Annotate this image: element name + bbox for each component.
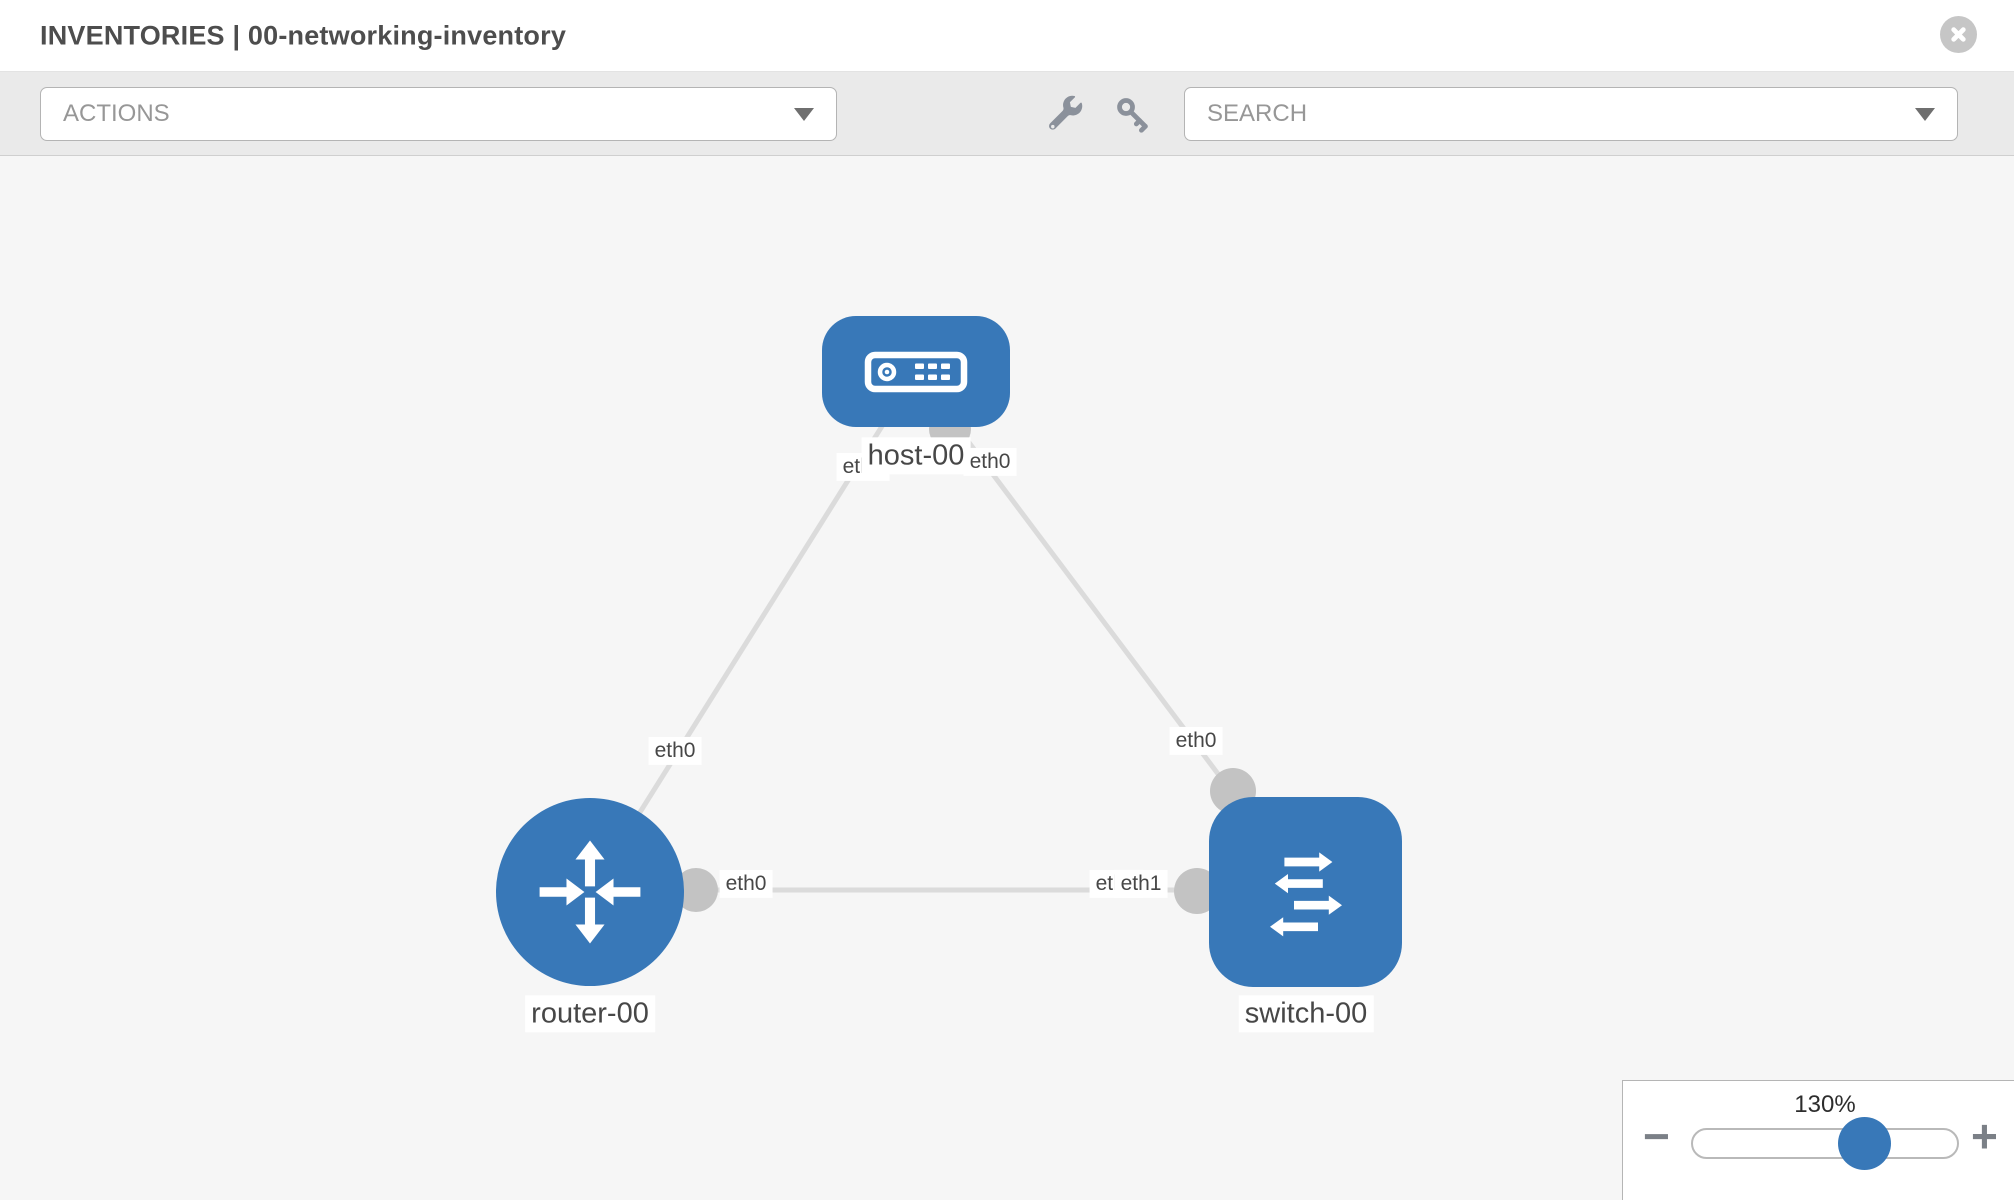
switch-icon <box>1269 852 1342 937</box>
interface-connector[interactable] <box>674 868 718 912</box>
node-host-00[interactable] <box>822 316 1010 427</box>
host-icon <box>864 351 968 392</box>
iface-label-host-eth0-right: eth0 <box>963 447 1017 477</box>
page-title: INVENTORIES | 00-networking-inventory <box>40 20 567 50</box>
credentials-button[interactable] <box>1112 93 1154 135</box>
configure-button[interactable] <box>1044 93 1086 135</box>
links-layer <box>587 370 1308 914</box>
key-icon <box>1117 98 1148 133</box>
zoom-slider-track[interactable] <box>1691 1128 1959 1159</box>
chevron-down-icon <box>794 107 814 121</box>
iface-label-switch-eth0: eth0 <box>1169 726 1223 756</box>
actions-dropdown-label: ACTIONS <box>63 100 170 127</box>
close-icon <box>1951 27 1966 42</box>
node-label-host-00: host-00 <box>861 437 971 475</box>
search-dropdown[interactable]: SEARCH <box>1184 87 1958 141</box>
iface-label-router-eth0: eth0 <box>719 869 773 899</box>
topology-canvas[interactable]: host-00 router-00 switch-00 eth0 eth0 et… <box>0 156 2014 1200</box>
zoom-panel: 130% − + <box>1622 1080 2014 1200</box>
node-switch-00[interactable] <box>1209 797 1402 987</box>
iface-label-router-eth0-uplink: eth0 <box>648 736 702 766</box>
actions-dropdown[interactable]: ACTIONS <box>40 87 837 141</box>
node-label-router-00: router-00 <box>525 995 655 1033</box>
interface-connector[interactable] <box>1174 868 1220 914</box>
zoom-level-label: 130% <box>1794 1091 1856 1118</box>
header: INVENTORIES | 00-networking-inventory <box>0 0 2014 72</box>
chevron-down-icon <box>1915 107 1935 121</box>
zoom-in-button[interactable]: + <box>1971 1110 1998 1162</box>
zoom-slider-thumb[interactable] <box>1838 1117 1891 1170</box>
node-label-switch-00: switch-00 <box>1238 995 1374 1033</box>
node-router-00[interactable] <box>496 798 684 986</box>
zoom-out-button[interactable]: − <box>1643 1110 1670 1162</box>
wrench-icon <box>1049 95 1083 130</box>
close-button[interactable] <box>1940 16 1977 53</box>
router-icon <box>539 840 641 944</box>
iface-label-switch-eth1: eth1 <box>1114 869 1168 899</box>
toolbar: ACTIONS SEARCH <box>0 72 2014 156</box>
search-dropdown-label: SEARCH <box>1207 100 1308 127</box>
